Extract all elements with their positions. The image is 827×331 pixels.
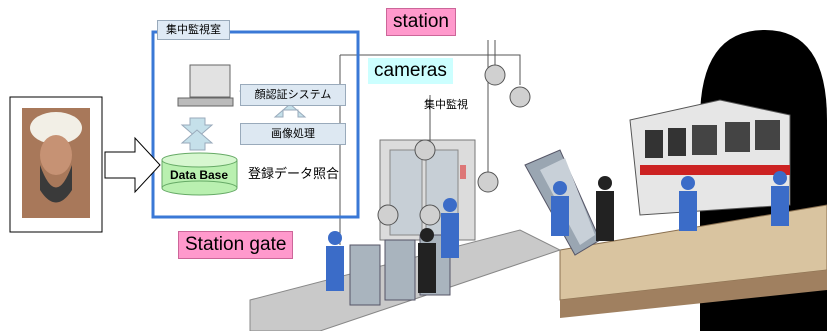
control-room-title: 集中監視室 — [157, 20, 230, 40]
people — [326, 171, 789, 293]
computer — [177, 64, 234, 107]
platform-edge — [560, 270, 827, 318]
camera-domes — [377, 64, 531, 226]
central-monitoring-label: 集中監視 — [424, 99, 468, 111]
control-room-panel — [151, 30, 360, 219]
match-arrow — [104, 136, 161, 194]
registered-match-label: 登録データ照合 — [248, 166, 340, 181]
flow-arrows — [180, 87, 307, 151]
train — [629, 99, 791, 216]
cameras-label: cameras — [368, 58, 453, 84]
station-label: station — [386, 8, 456, 36]
database-label: Data Base — [170, 168, 229, 182]
suspect-photo — [22, 108, 90, 218]
image-processing-box: 画像処理 — [240, 123, 346, 145]
database-icon — [161, 152, 238, 196]
station-gate-label: Station gate — [178, 231, 294, 259]
face-recognition-box: 顔認証システム — [240, 84, 346, 106]
right-platform — [559, 204, 827, 301]
